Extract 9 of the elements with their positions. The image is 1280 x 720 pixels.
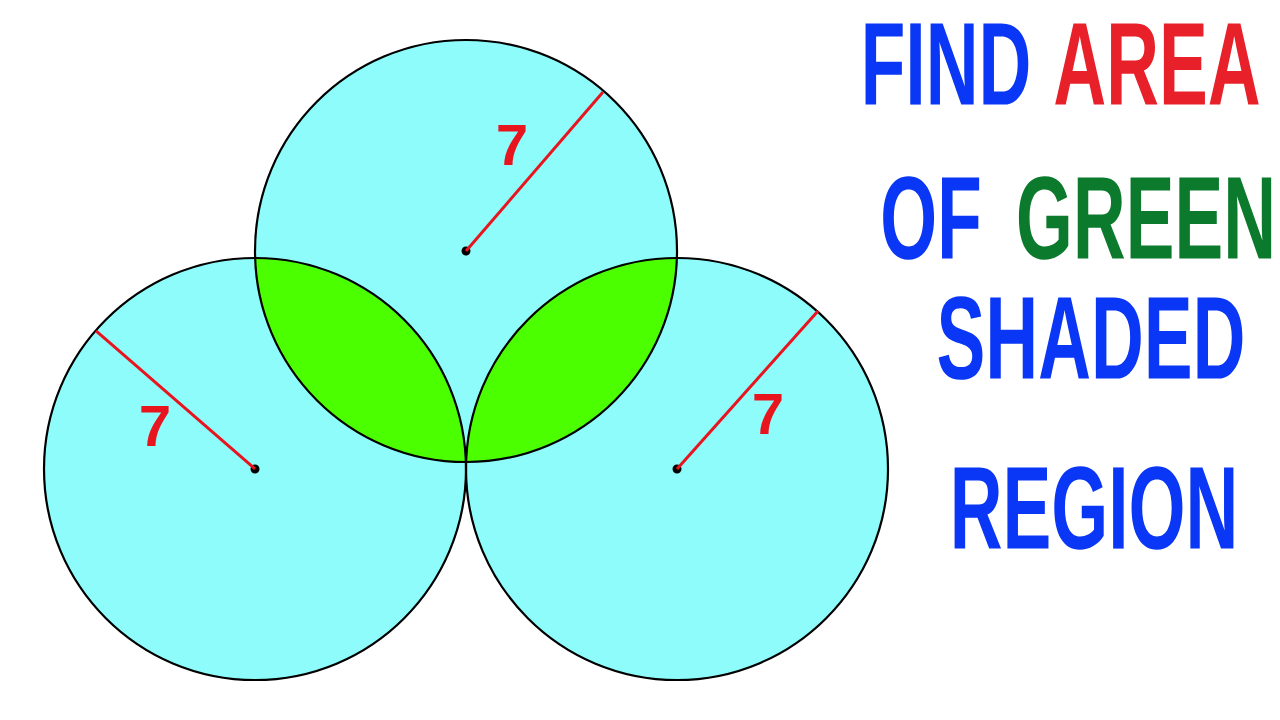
title-word: OF [883,176,980,260]
title-word: SHADED [938,296,1243,380]
title-word: REGION [954,466,1234,550]
title-word: GREEN [1018,176,1272,260]
dimension-label: 7 [498,125,526,165]
dimension-label: 7 [141,406,169,446]
dimension-label: 7 [754,394,782,434]
title-word: AREA [1055,23,1259,105]
title-word: FIND [865,23,1029,105]
